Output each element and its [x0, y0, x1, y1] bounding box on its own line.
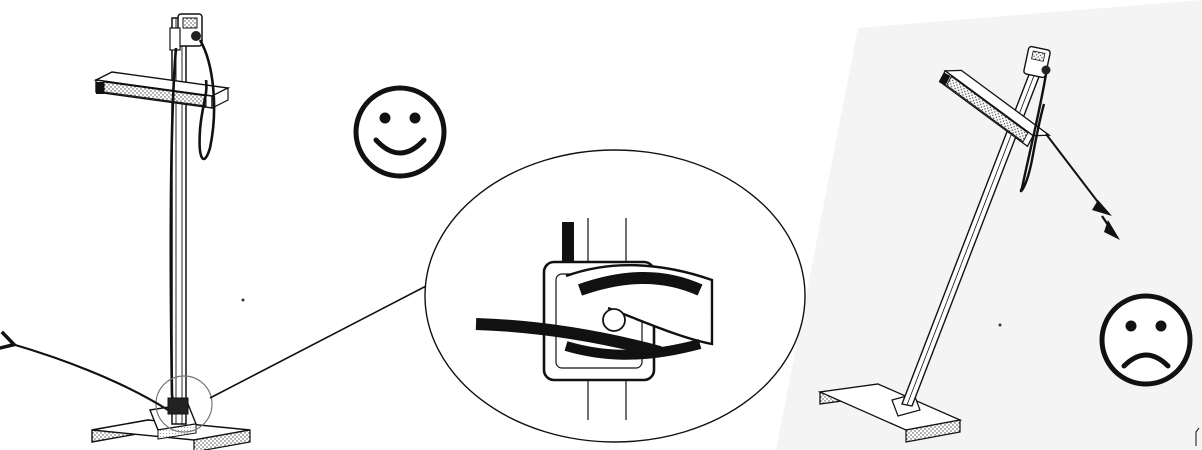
happy-face-icon: [356, 88, 444, 176]
upright-stand: [12, 14, 250, 450]
cable-clip-detail: [425, 150, 805, 442]
heater-unit: [96, 72, 228, 108]
cable-route-arrow: [12, 344, 168, 410]
stray-mark: [242, 299, 245, 302]
sad-face-icon: [1102, 296, 1190, 384]
stray-mark: [999, 324, 1002, 327]
cable-clip: [168, 398, 188, 414]
tilted-junction-box: [1023, 46, 1050, 78]
